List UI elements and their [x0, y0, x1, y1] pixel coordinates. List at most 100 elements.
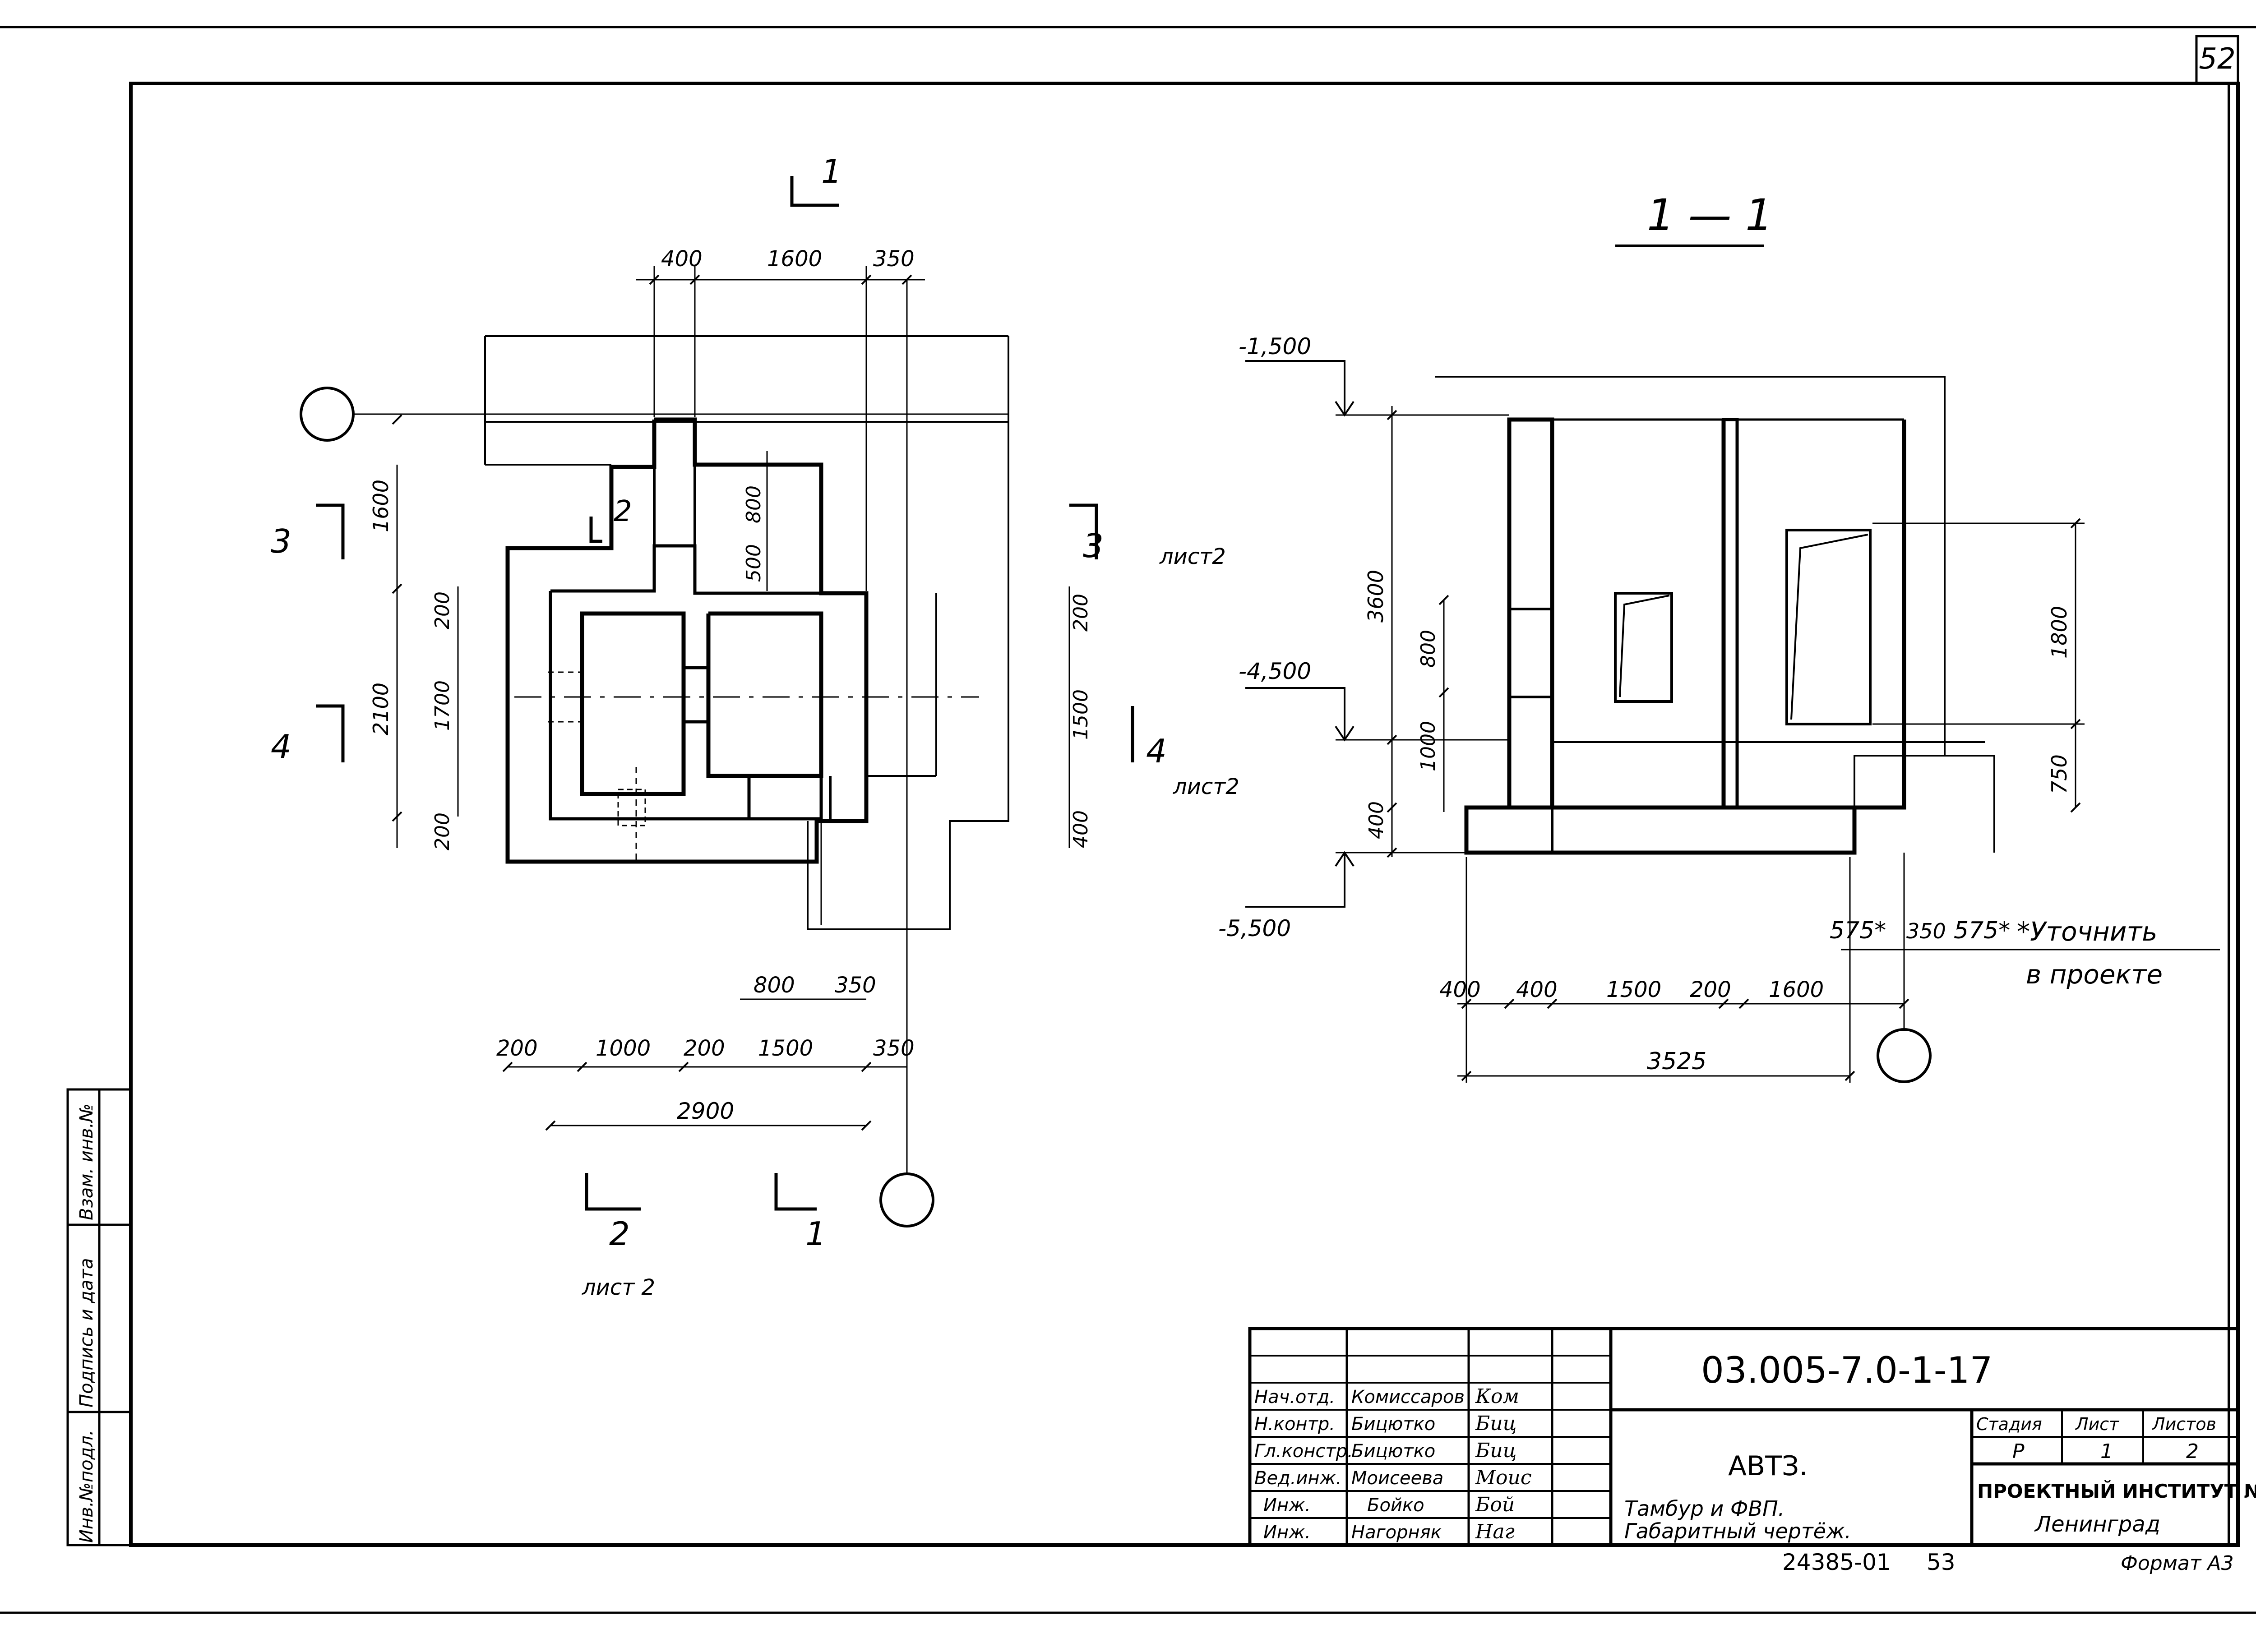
plan-dim-right-1500: 1500 [1069, 689, 1092, 740]
plan-dim-bottom-1000: 1000 [596, 1036, 651, 1061]
section-title: 1 — 1 [1647, 190, 1773, 240]
plan-dim-right-400: 400 [1069, 810, 1092, 848]
staff-role: Н.контр. [1254, 1414, 1335, 1435]
section-mark-3-right: 3 [1083, 527, 1104, 565]
staff-signature: Наг [1475, 1520, 1515, 1543]
section-dim-1000: 1000 [1417, 721, 1440, 771]
footer-archive-number: 24385-01 [1782, 1549, 1891, 1575]
plan-dim-bottom-350: 350 [873, 1036, 915, 1061]
plan-dim-left-200a: 200 [431, 591, 454, 629]
sheet-ref-4: лист2 [1173, 774, 1239, 799]
level-minus-5500: -5,500 [1218, 915, 1291, 941]
plan-room-left [580, 611, 686, 796]
organization-city: Ленинград [2034, 1512, 2160, 1537]
plan-dim-top-350: 350 [873, 246, 915, 272]
section-room-right [1737, 420, 1906, 810]
sheet-header: Лист [2075, 1414, 2120, 1434]
description-line1: Тамбур и ФВП. [1624, 1496, 1784, 1521]
section-room-left [1552, 420, 1726, 810]
document-code: 03.005-7.0-1-17 [1701, 1349, 1992, 1391]
side-stamp-inv-podl: Инв.№подл. [76, 1430, 97, 1543]
stage-header: Стадия [1976, 1414, 2042, 1434]
section-dim-bottom-400b: 400 [1516, 977, 1558, 1002]
page-number: 52 [2199, 42, 2235, 76]
section-footing [1464, 805, 1857, 855]
organization-name: ПРОЕКТНЫЙ ИНСТИТУТ №1 [1977, 1480, 2256, 1502]
section-dim-bottom-200: 200 [1690, 977, 1731, 1002]
section-dim-350: 350 [1906, 919, 1946, 943]
stage-value: Р [2012, 1440, 2025, 1463]
staff-signature: Ком [1475, 1385, 1519, 1408]
plan-dim-inner-800: 800 [754, 973, 795, 998]
side-stamp [66, 1088, 132, 1546]
plan-axis-markers [300, 387, 934, 1227]
staff-name: Бицютко [1351, 1414, 1435, 1435]
staff-role: Нач.отд. [1254, 1387, 1335, 1407]
side-stamp-signature-date: Подпись и дата [76, 1258, 97, 1407]
section-mark-1-bottom: 1 [805, 1215, 826, 1253]
staff-signature: Биц [1475, 1439, 1516, 1462]
sheet-ref-2: лист 2 [582, 1275, 655, 1300]
plan-section-marks [316, 176, 1134, 1211]
section-mark-4-right: 4 [1146, 732, 1167, 770]
plan-outer-wall [505, 417, 869, 864]
plan-dim-left-200b: 200 [431, 812, 454, 850]
object-name: АВТЗ. [1728, 1450, 1808, 1482]
section-dim-ticks [1387, 410, 2081, 1081]
plan-dim-right-800: 800 [742, 485, 765, 523]
staff-role: Инж. [1263, 1495, 1311, 1516]
section-dim-bottom-400a: 400 [1439, 977, 1481, 1002]
title-block-frame [1248, 1327, 2240, 1547]
plan-dim-right-200: 200 [1069, 594, 1092, 632]
plan-dim-right-500: 500 [742, 544, 765, 582]
format-label: Формат А3 [2121, 1552, 2234, 1575]
section-dim-800: 800 [1417, 630, 1440, 668]
description-line2: Габаритный чертёж. [1624, 1519, 1851, 1543]
section-mark-2-inner: 2 [614, 495, 632, 528]
plan-dim-top-1600: 1600 [767, 246, 822, 272]
plan-inner-wall [550, 544, 866, 595]
plan-dim-ticks [392, 274, 912, 1131]
plan-dim-bottom-200a: 200 [496, 1036, 538, 1061]
section-axis-circle [1877, 1028, 1932, 1083]
staff-name: Нагорняк [1351, 1522, 1442, 1543]
staff-name: Моисеева [1351, 1468, 1443, 1489]
section-dim-total-3525: 3525 [1647, 1048, 1706, 1075]
section-level-markers [1245, 360, 1355, 908]
section-note-line1: *Уточнить [2017, 916, 2157, 947]
section-mark-1-top: 1 [821, 152, 842, 190]
staff-signature: Биц [1475, 1412, 1516, 1435]
plan-dim-top-400: 400 [661, 246, 703, 272]
plan-dim-bottom-1500: 1500 [758, 1036, 813, 1061]
section-dim-400: 400 [1365, 801, 1388, 839]
plan-view [352, 280, 1009, 1173]
staff-signature: Бой [1475, 1493, 1515, 1516]
section-dim-bottom-1600: 1600 [1769, 977, 1824, 1002]
plan-dimension-lines [396, 266, 1070, 1126]
staff-signature: Моис [1475, 1466, 1532, 1489]
section-dim-575b: 575* [1954, 917, 2010, 944]
page-number-box: 52 [2195, 35, 2239, 85]
plan-dim-left-1600: 1600 [369, 480, 393, 532]
plan-dim-left-1700: 1700 [431, 680, 454, 731]
staff-role: Гл.констр. [1254, 1441, 1353, 1462]
section-view [1336, 376, 1995, 1029]
sheets-header: Листов [2151, 1414, 2216, 1434]
section-note-line2: в проекте [2026, 959, 2163, 990]
plan-dim-inner-350: 350 [835, 973, 876, 998]
axis-circle-left [300, 387, 355, 442]
section-dim-575a: 575* [1830, 917, 1886, 944]
section-wall-left [1507, 417, 1554, 810]
section-mark-3-left: 3 [271, 522, 291, 560]
staff-name: Комиссаров [1351, 1387, 1465, 1407]
sheet-frame [0, 26, 2256, 1614]
staff-name: Бицютко [1351, 1441, 1435, 1462]
staff-role: Вед.инж. [1254, 1468, 1341, 1489]
level-minus-4500: -4,500 [1239, 658, 1311, 684]
sheet-ref-3: лист2 [1159, 544, 1226, 569]
section-dim-750: 750 [2047, 754, 2071, 794]
plan-room-right [706, 611, 823, 778]
footer-page-ref: 53 [1927, 1549, 1956, 1575]
side-stamp-vzam-inv: Взам. инв.№ [76, 1103, 97, 1220]
